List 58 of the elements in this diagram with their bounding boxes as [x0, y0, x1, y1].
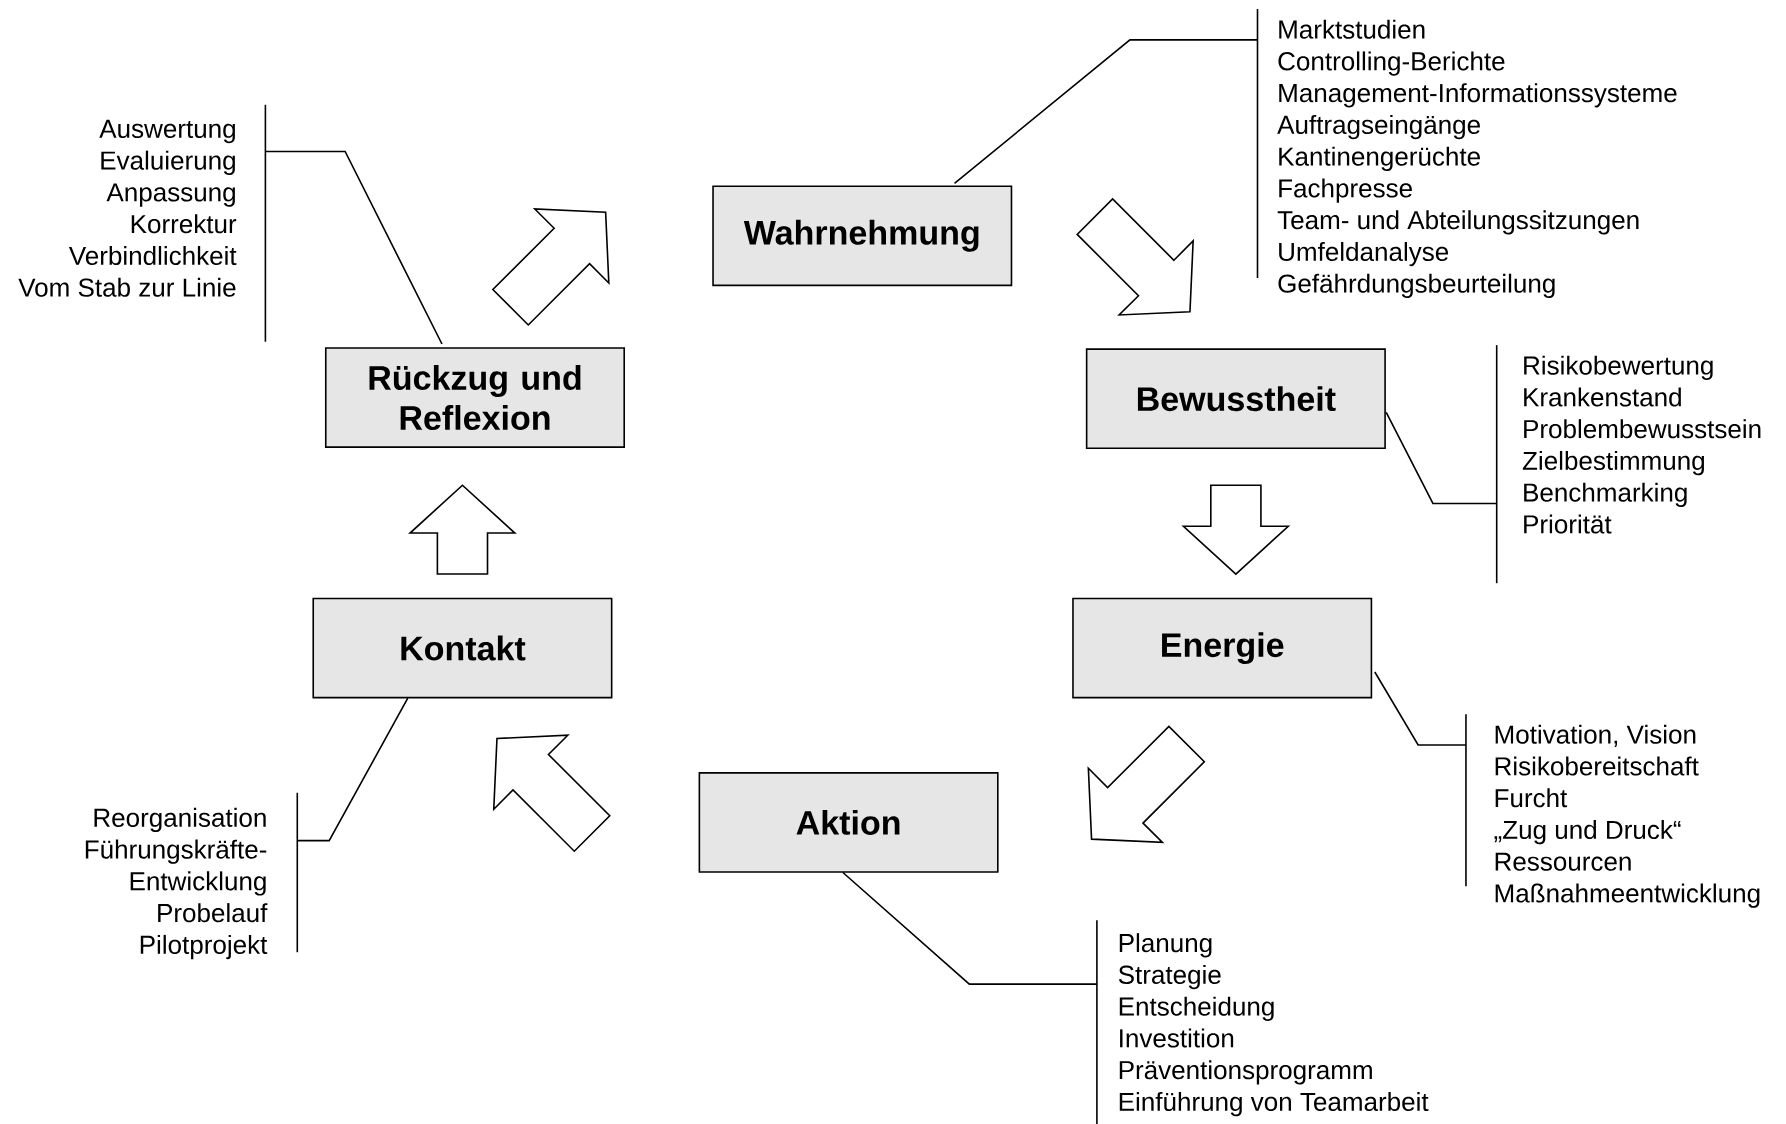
node-label: Gefährdungsbeurteilung — [1278, 273, 1555, 298]
node-label: Maßnahmeentwicklung — [1495, 883, 1760, 908]
block-arrow — [1181, 484, 1291, 576]
node-label: Furcht — [1495, 788, 1568, 808]
process-box: Bewusstheit — [1085, 348, 1386, 449]
node-label: Ressourcen — [1495, 852, 1631, 871]
node-label: Reorganisation — [94, 807, 266, 832]
text-list: Planung Strategie Entscheidung Investition Präventionsprogramm Einführung von Teamarbeit — [1118, 933, 1429, 1117]
node-label: Problembewusstsein — [1524, 419, 1761, 439]
node-label: Risikobereitschaft — [1495, 756, 1699, 776]
node-label: Zielbestimmung — [1522, 450, 1704, 476]
node-label: Verbindlichkeit — [68, 245, 237, 265]
node-label: Controlling-Berichte — [1278, 51, 1505, 76]
leader-line — [296, 697, 409, 842]
node-label: Führungskräfte- Entwicklung — [85, 839, 267, 896]
node-label: Probelauf — [158, 903, 268, 923]
process-box: Energie — [1072, 597, 1373, 699]
text-list: Risikobewertung Krankenstand Problembewusstsein Zielbestimmung Benchmarking Priorität — [1522, 355, 1761, 534]
node-label: Auswertung — [99, 119, 235, 144]
node-label: Kantinengerüchte — [1279, 146, 1480, 171]
node-label: Risikobewertung — [1524, 355, 1713, 380]
leader-line — [953, 38, 1259, 185]
process-box: Aktion — [698, 771, 999, 873]
node-label: Benchmarking — [1524, 482, 1687, 507]
node-label: Team- und Abteilungssitzungen — [1277, 210, 1639, 235]
node-label: Priorität — [1524, 514, 1612, 534]
node-label: Pilotprojekt — [140, 934, 268, 960]
text-list: Reorganisation Führungskräfte- Entwicklung Probelauf Pilotprojekt — [85, 807, 268, 960]
node-label: Präventionsprogramm — [1119, 1060, 1372, 1085]
node-label: Krankenstand — [1524, 387, 1681, 407]
node-label: Anpassung — [106, 183, 235, 207]
node-label: Planung — [1119, 933, 1212, 958]
leader-line — [1385, 411, 1498, 505]
text-list: Marktstudien Controlling-Berichte Management-Informationssysteme Auftragseingänge Kantinengerüchte Fachpresse Team- und Abteilungssitzungen Umfeldanalyse Gefährdungsbeurteilung — [1277, 19, 1677, 298]
node-label: Management-Informationssysteme — [1279, 83, 1677, 108]
node-label: Strategie — [1118, 964, 1221, 990]
process-box: Kontakt — [312, 597, 613, 699]
node-label: Entscheidung — [1119, 996, 1274, 1021]
node-label: Vom Stab zur Linie — [18, 277, 236, 297]
block-arrow — [1087, 725, 1206, 844]
node-label: Investition — [1120, 1028, 1234, 1048]
node-label: Fachpresse — [1279, 178, 1412, 203]
node-label: Auftragseingänge — [1277, 114, 1480, 140]
node-label: Evaluierung — [101, 150, 235, 175]
node-label: Korrektur — [131, 214, 237, 234]
process-box: Wahrnehmung — [712, 185, 1013, 287]
process-box: Rückzug und Reflexion — [324, 347, 625, 448]
text-list: Motivation, Vision Risikobereitschaft Furcht „Zug und Druck“ Ressourcen Maßnahmeentwicklung — [1494, 724, 1760, 908]
node-label: Umfeldanalyse — [1279, 241, 1449, 267]
block-arrow — [408, 484, 517, 575]
text-list: Auswertung Evaluierung Anpassung Korrektur Verbindlichkeit Vom Stab zur Linie — [18, 119, 237, 297]
leader-line — [1374, 671, 1467, 746]
leader-line — [842, 871, 1098, 985]
node-label: „Zug und Druck“ — [1494, 819, 1681, 845]
node-label: Einführung von Teamarbeit — [1119, 1091, 1429, 1117]
node-label: Marktstudien — [1279, 19, 1425, 39]
node-label: Motivation, Vision — [1495, 724, 1696, 747]
leader-line — [264, 150, 443, 345]
